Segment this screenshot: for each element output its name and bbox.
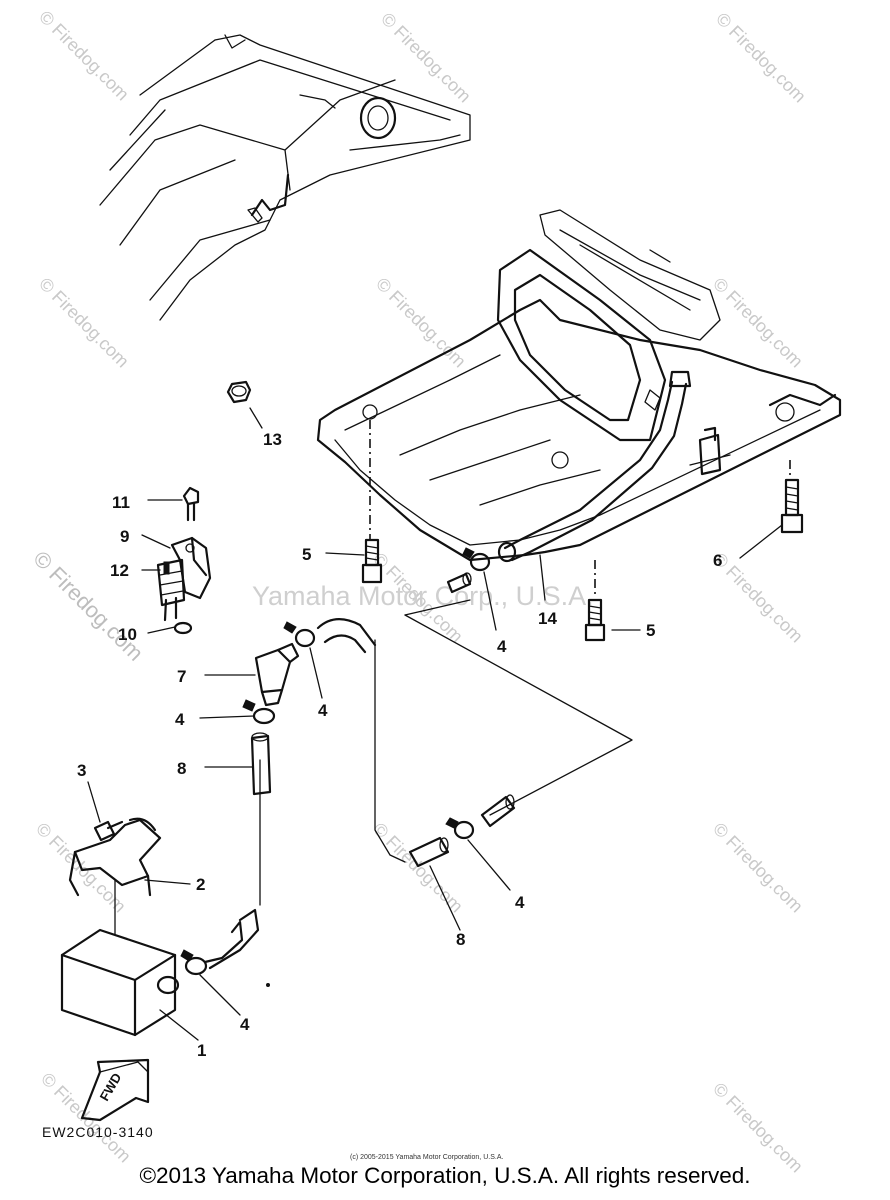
hose-curved xyxy=(316,618,377,654)
leader-lines xyxy=(87,407,783,1041)
part-11-screw xyxy=(182,486,200,522)
watermark: © Firedog.com xyxy=(377,9,475,107)
watermark: © Firedog.com xyxy=(709,1079,807,1177)
small-copyright: (c) 2005-2015 Yamaha Motor Corporation, … xyxy=(350,1154,503,1161)
assembly-lines xyxy=(114,420,791,936)
callout-6: 6 xyxy=(713,551,722,570)
part-4-clamp-bottom xyxy=(180,949,208,976)
part-13-grommet xyxy=(226,380,252,404)
watermark: © Firedog.com xyxy=(28,546,148,666)
hose-bottom xyxy=(203,908,260,970)
watermark: © Firedog.com xyxy=(712,9,810,107)
watermarks: © Firedog.com © Firedog.com © Firedog.co… xyxy=(28,7,810,1177)
hull-outline xyxy=(99,34,471,321)
callout-14: 14 xyxy=(538,609,557,628)
callout-7: 7 xyxy=(177,667,186,686)
part-2-bracket xyxy=(68,817,162,897)
callout-12: 12 xyxy=(110,561,129,580)
part-4-clamp-top xyxy=(462,547,491,572)
callout-1: 1 xyxy=(197,1041,206,1060)
part-5-bolt-right xyxy=(584,598,606,642)
callout-4-lower: 4 xyxy=(515,893,525,912)
watermark: © Firedog.com xyxy=(35,274,133,372)
watermark: © Firedog.com xyxy=(709,819,807,917)
hose-piece-upper xyxy=(446,572,472,594)
callouts: 13 11 9 12 10 5 4 14 5 6 7 4 4 8 3 2 4 8… xyxy=(77,430,722,1060)
callout-9: 9 xyxy=(120,527,129,546)
watermark: © Firedog.com xyxy=(369,819,467,917)
part-8-hose-right xyxy=(408,836,450,868)
part-12-connector xyxy=(156,558,186,622)
fwd-label: FWD xyxy=(97,1070,125,1103)
diagram-code: EW2C010-3140 xyxy=(42,1124,154,1140)
callout-4-top: 4 xyxy=(497,637,507,656)
watermark: © Firedog.com xyxy=(35,7,133,105)
callout-8-right: 8 xyxy=(456,930,465,949)
center-watermark: Yamaha Motor Corp., U.S.A. xyxy=(252,581,594,611)
callout-2: 2 xyxy=(196,875,205,894)
watermark: © Firedog.com xyxy=(372,274,470,372)
part-4-clamp-mid xyxy=(283,621,316,648)
engine-bed xyxy=(316,209,842,563)
callout-5-left: 5 xyxy=(302,545,311,564)
footer-copyright: ©2013 Yamaha Motor Corporation, U.S.A. A… xyxy=(139,1163,751,1188)
callout-4-mid: 4 xyxy=(318,701,328,720)
part-6-bolt xyxy=(780,478,804,534)
part-1-tank xyxy=(60,928,180,1037)
callout-13: 13 xyxy=(263,430,282,449)
part-10-washer xyxy=(173,621,193,635)
part-5-bolt-left xyxy=(361,538,383,584)
callout-4-left: 4 xyxy=(175,710,185,729)
parts xyxy=(60,380,804,1037)
part-9-bracket xyxy=(170,536,212,600)
part-3-bolt xyxy=(93,820,124,842)
part-7-elbow xyxy=(254,642,300,707)
callout-11: 11 xyxy=(112,493,130,512)
part-4-clamp-lower xyxy=(445,817,475,840)
hose-piece-right xyxy=(480,794,516,828)
part-8-hose-left xyxy=(250,732,272,796)
callout-3: 3 xyxy=(77,761,86,780)
callout-4-bottom: 4 xyxy=(240,1015,250,1034)
callout-10: 10 xyxy=(118,625,137,644)
watermark: © Firedog.com xyxy=(709,549,807,647)
callout-5-right: 5 xyxy=(646,621,655,640)
callout-8-left: 8 xyxy=(177,759,186,778)
